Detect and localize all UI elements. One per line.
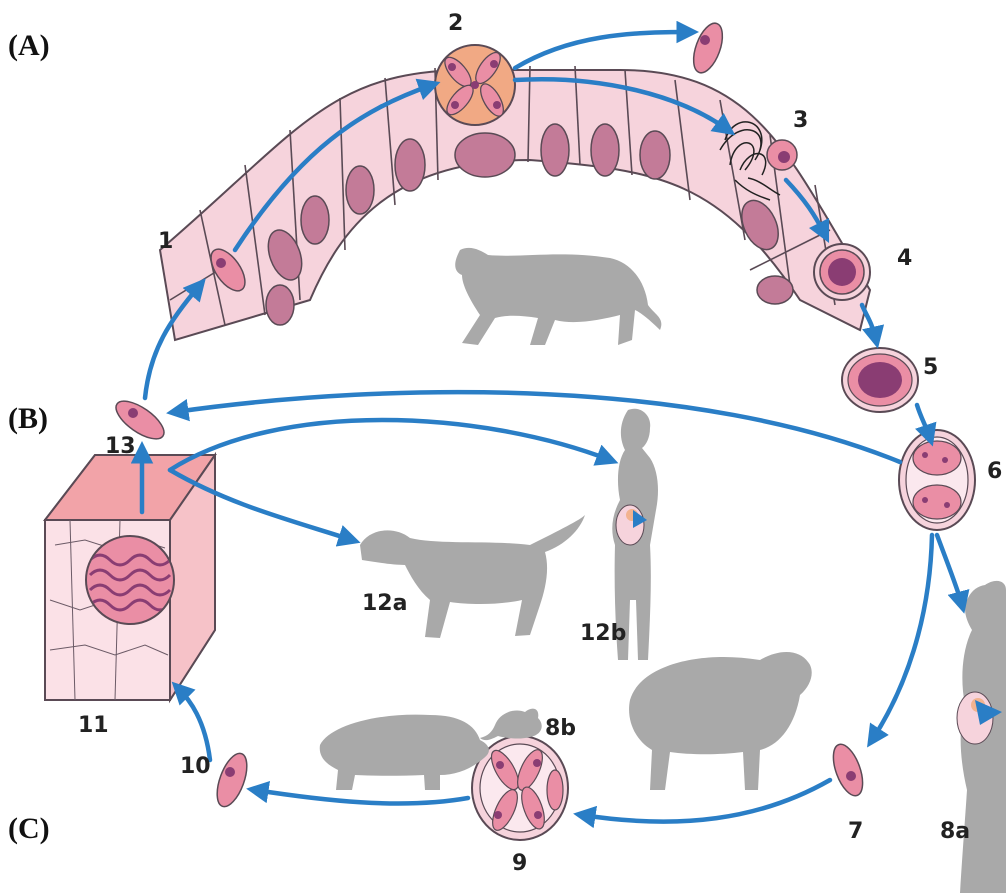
stage-label-2: 2 xyxy=(448,11,463,36)
sporozoite-7 xyxy=(827,741,868,800)
section-label-a: (A) xyxy=(8,29,50,62)
dog-silhouette-icon xyxy=(360,515,585,638)
stage-label-4: 4 xyxy=(897,246,912,271)
section-label-b: (B) xyxy=(8,402,48,435)
section-label-c: (C) xyxy=(8,812,50,845)
stage-label-6: 6 xyxy=(987,459,1002,484)
stage-label-13: 13 xyxy=(105,434,136,459)
stage-label-3: 3 xyxy=(793,108,808,133)
bradyzoite-10 xyxy=(211,750,253,811)
stage-label-5: 5 xyxy=(923,355,938,380)
pig-silhouette-icon xyxy=(320,715,489,790)
schizont xyxy=(435,45,515,125)
stage-label-1: 1 xyxy=(158,229,173,254)
sporulated-oocyst xyxy=(899,430,975,530)
unsporulated-oocyst xyxy=(842,348,918,412)
cat-silhouette-icon xyxy=(455,248,661,345)
stage-label-12b: 12b xyxy=(580,621,626,646)
stage-label-8a: 8a xyxy=(940,819,970,844)
zygote xyxy=(814,244,870,300)
released-merozoite xyxy=(688,19,728,76)
stage-label-11: 11 xyxy=(78,713,109,738)
stage-label-10: 10 xyxy=(180,754,211,779)
stage-label-7: 7 xyxy=(848,819,863,844)
mouse-silhouette-icon xyxy=(480,709,542,741)
stage-label-12a: 12a xyxy=(362,591,407,616)
sheep-silhouette-icon xyxy=(629,652,812,790)
stage-label-8b: 8b xyxy=(545,716,576,741)
pregnant-woman-silhouette-icon-8a xyxy=(957,581,1006,893)
tissue-cyst-block xyxy=(45,455,215,700)
stage-label-9: 9 xyxy=(512,851,527,876)
